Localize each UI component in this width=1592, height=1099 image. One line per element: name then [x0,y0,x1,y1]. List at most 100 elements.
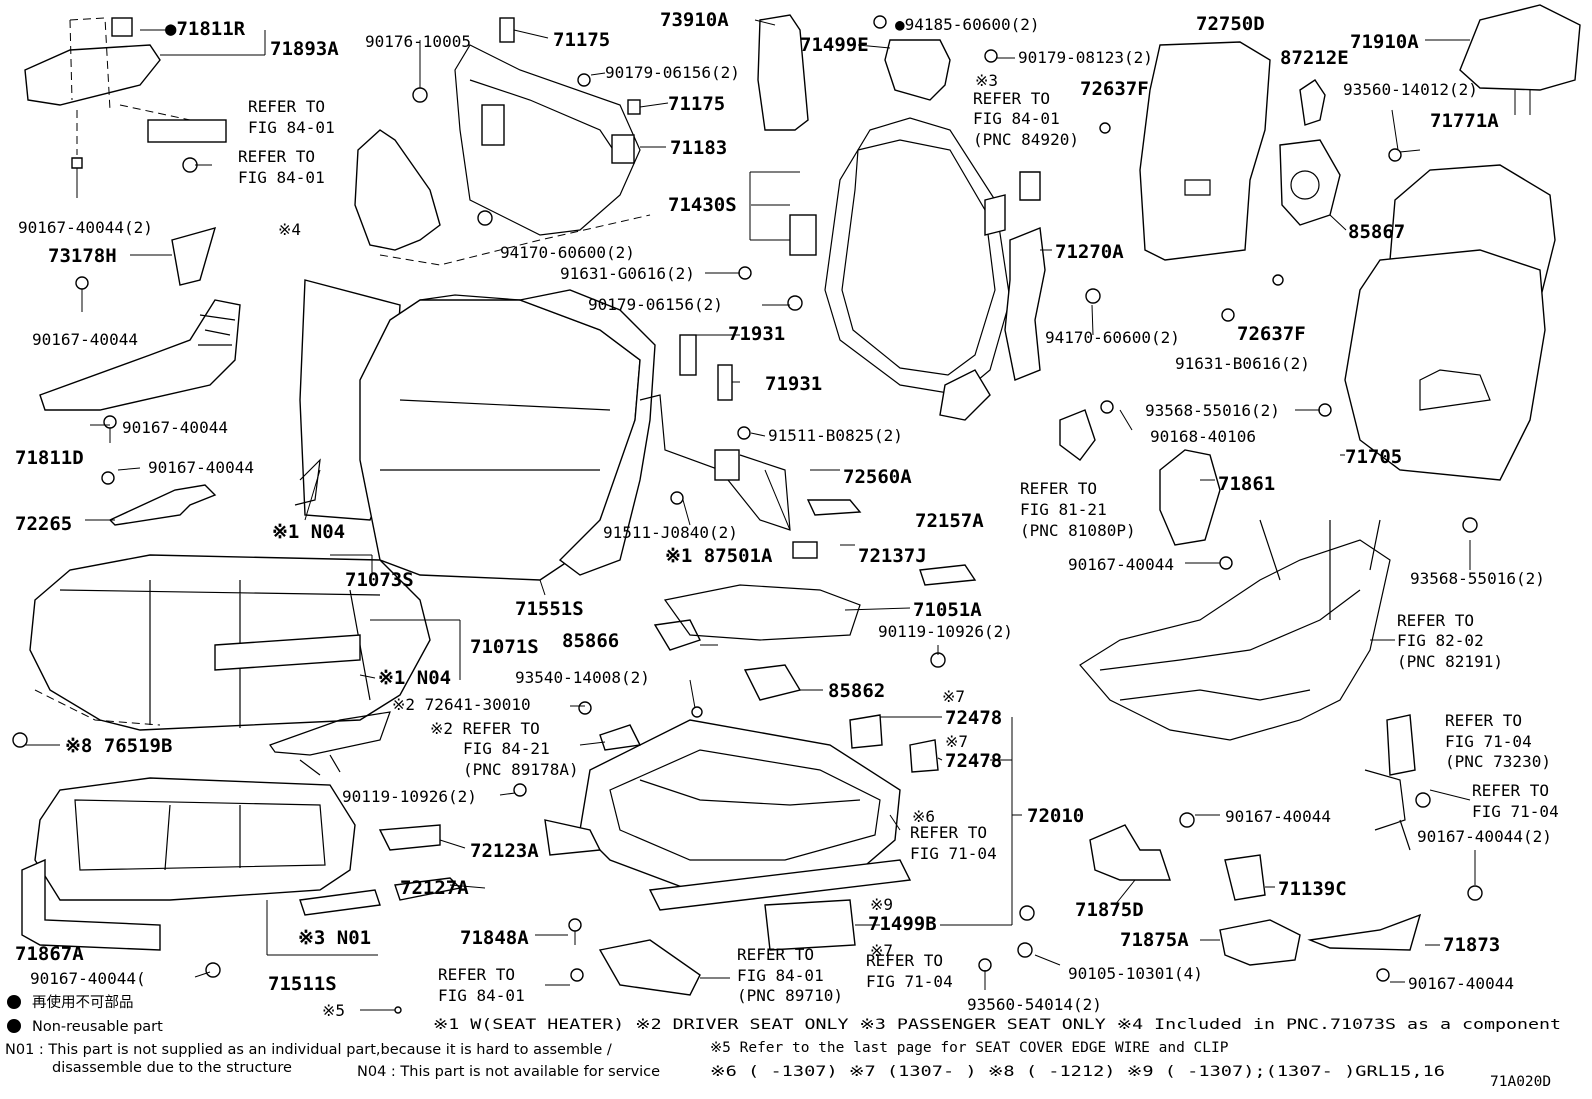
label-90119-10926-a: 90119-10926(2) [878,622,1013,641]
label-91631-B0616: 91631-B0616(2) [1175,354,1310,373]
label-refer-84920-l2: FIG 84-01 [973,109,1060,128]
label-refer-89178A-l2: FIG 84-21 [463,739,550,758]
label-71875D: 71875D [1075,899,1144,921]
label-90167-40044-c: 90167-40044 [148,458,254,477]
label-72637F-top: 72637F [1080,78,1149,100]
diagram-id: 71A020D [1490,1074,1551,1090]
label-71183: 71183 [670,137,727,159]
label-90167-40044-d: 90167-40044 [1068,555,1174,574]
label-90179-06156-a: 90179-06156(2) [605,63,740,82]
label-76519B: ※8 76519B [65,735,172,757]
label-71931-a: 71931 [728,323,785,345]
label-71499B: 71499B [868,913,937,935]
label-N01: ※3 N01 [298,927,371,949]
label-refer-84-01-c-l2: FIG 84-01 [438,986,525,1005]
label-71875A: 71875A [1120,929,1189,951]
label-72123A: 72123A [470,840,539,862]
label-93560-14012: 93560-14012(2) [1343,80,1478,99]
label-71499E: 71499E [800,34,869,56]
label-N04-top: ※1 N04 [272,521,345,543]
legend-non-reusable-jp: 再使用不可部品 [32,994,134,1011]
label-N04-mid: ※1 N04 [378,667,451,689]
label-refer-84-01-c-l1: REFER TO [438,965,515,984]
note-line-2: ※5 Refer to the last page for SEAT COVER… [710,1040,1229,1056]
label-71175-a: 71175 [553,29,610,51]
label-71873: 71873 [1443,934,1500,956]
legend-n04: N04 : This part is not available for ser… [357,1064,660,1080]
label-refer-81080P-l2: FIG 81-21 [1020,500,1107,519]
label-93560-54014: 93560-54014(2) [967,995,1102,1014]
label-71931-b: 71931 [765,373,822,395]
note-line-3: ※6 ( -1307) ※7 (1307- ) ※8 ( -1212) ※9 (… [710,1064,1445,1080]
label-71139C: 71139C [1278,878,1347,900]
bullet-icon [7,995,21,1009]
label-71270A: 71270A [1055,241,1124,263]
label-refer-71-04-b-l2: FIG 71-04 [910,844,997,863]
label-90167-40044-g: 90167-40044 [1408,974,1514,993]
label-note7-c: ※7 [870,941,893,960]
label-refer-84-01-b-l1: REFER TO [238,147,315,166]
label-91631-G0616: 91631-G0616(2) [560,264,695,283]
label-73910A: 73910A [660,9,729,31]
label-90167-40044-e: 90167-40044 [1225,807,1331,826]
leader-lines [21,19,1476,1014]
label-94185-60600: ●94185-60600(2) [895,15,1040,34]
label-71848A: 71848A [460,927,529,949]
label-note3-a: ※3 [975,71,998,90]
label-85867: 85867 [1348,221,1405,243]
label-note5: ※5 [322,1001,345,1020]
label-90119-10926-b: 90119-10926(2) [342,787,477,806]
label-72157A: 72157A [915,510,984,532]
label-91511-J0840: 91511-J0840(2) [603,523,738,542]
label-72637F-bot: 72637F [1237,323,1306,345]
label-refer-81080P-l3: (PNC 81080P) [1020,521,1136,540]
label-71551S: 71551S [515,598,584,620]
label-90176-10005: 90176-10005 [365,32,471,51]
legend: 再使用不可部品 Non-reusable part N01 : This par… [5,994,660,1080]
label-71705: 71705 [1345,446,1402,468]
label-90168-40106: 90168-40106 [1150,427,1256,446]
label-85866: 85866 [562,630,619,652]
label-93568-55016-a: 93568-55016(2) [1145,401,1280,420]
label-note7-b: ※7 [945,732,968,751]
label-note4: ※4 [278,220,301,239]
label-refer-89710-l1: REFER TO [737,945,814,964]
label-refer-82191-l2: FIG 82-02 [1397,631,1484,650]
label-72137J: 72137J [858,545,927,567]
label-72478-b: 72478 [945,750,1002,772]
label-90167-40044-f: 90167-40044( [30,969,146,988]
label-93568-55016-b: 93568-55016(2) [1410,569,1545,588]
footnotes: ※1 W(SEAT HEATER) ※2 DRIVER SEAT ONLY ※3… [433,1017,1561,1090]
label-refer-71-04-c-l1: REFER TO [866,951,943,970]
label-72265: 72265 [15,513,72,535]
label-73178H: 73178H [48,245,117,267]
label-refer-73230-l2: FIG 71-04 [1445,732,1532,751]
label-refer-89178A-l1: ※2 REFER TO [430,719,540,738]
label-refer-84-01-a-l2: FIG 84-01 [248,118,335,137]
label-90167-40044-2-b: 90167-40044(2) [1417,827,1552,846]
label-90167-40044-b: 90167-40044 [122,418,228,437]
label-71811D: 71811D [15,447,84,469]
label-refer-89710-l2: FIG 84-01 [737,966,824,985]
label-refer-71-04-a-l2: FIG 71-04 [1472,802,1559,821]
label-note7-a: ※7 [942,687,965,706]
label-72641-30010: ※2 72641-30010 [392,695,531,714]
label-refer-84-01-b-l2: FIG 84-01 [238,168,325,187]
label-refer-84920-l3: (PNC 84920) [973,130,1079,149]
label-note6: ※6 [912,807,935,826]
label-72127A: 72127A [400,877,469,899]
label-refer-82191-l1: REFER TO [1397,611,1474,630]
label-90105-10301: 90105-10301(4) [1068,964,1203,983]
label-91511-B0825: 91511-B0825(2) [768,426,903,445]
label-refer-82191-l3: (PNC 82191) [1397,652,1503,671]
label-refer-89178A-l3: (PNC 89178A) [463,760,579,779]
label-90167-40044-2-a: 90167-40044(2) [18,218,153,237]
label-72478-a: 72478 [945,707,1002,729]
label-72750D: 72750D [1196,13,1265,35]
label-94170-60600-a: 94170-60600(2) [500,243,635,262]
label-85862: 85862 [828,680,885,702]
label-72560A: 72560A [843,466,912,488]
label-refer-84-01-a-l1: REFER TO [248,97,325,116]
label-refer-89710-l3: (PNC 89710) [737,986,843,1005]
label-93540-14008: 93540-14008(2) [515,668,650,687]
